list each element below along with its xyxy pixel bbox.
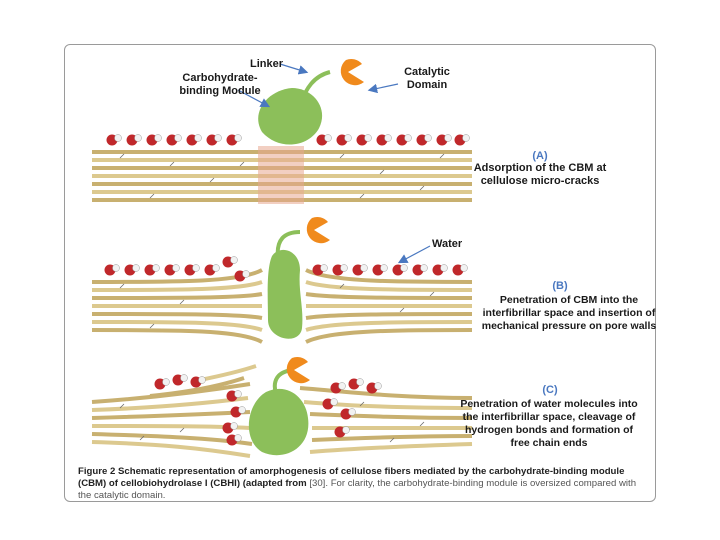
- cbm-shape: [258, 88, 323, 145]
- panel-b-description: Penetration of CBM into the interfibrill…: [481, 294, 657, 332]
- panel-a-water-molecules: [106, 134, 470, 146]
- panel-a-fiber-marks: [119, 153, 445, 199]
- cbm-label: Carbohydrate- binding Module: [179, 72, 261, 97]
- catalytic-domain-shape: [340, 58, 364, 86]
- panel-b-water-molecules: [104, 256, 468, 282]
- figure-caption: Figure 2 Schematic representation of amo…: [78, 466, 650, 502]
- panel-c-water-molecules: [154, 374, 382, 446]
- panel-a-description: Adsorption of the CBM at cellulose micro…: [473, 162, 607, 187]
- caption-tail: . For clarity, the carbohydrate-binding …: [78, 478, 637, 501]
- caption-reference: [30]: [309, 478, 326, 489]
- panel-a-enzyme: [258, 58, 364, 145]
- caption-bold: Figure 2 Schematic representation of amo…: [78, 466, 625, 489]
- panel-b-fiber-marks: [119, 283, 435, 329]
- water-label: Water: [432, 238, 463, 250]
- panel-a-tag: (A): [532, 150, 548, 162]
- panel-c-enzyme: [248, 356, 310, 456]
- linker-label: Linker: [250, 58, 284, 70]
- panel-a-arrows: [237, 63, 399, 108]
- panel-b-enzyme: [267, 216, 330, 339]
- panel-c-tag: (C): [542, 384, 558, 396]
- micro-crack: [258, 146, 304, 204]
- panel-c-description: Penetration of water molecules into the …: [460, 398, 638, 449]
- panel-b-tag: (B): [552, 280, 568, 292]
- panel-b-fibers: [91, 268, 473, 344]
- panel-c-fiber-marks: [119, 401, 425, 443]
- water-arrow: [397, 245, 431, 264]
- catalytic-domain-label: Catalytic Domain: [404, 66, 450, 91]
